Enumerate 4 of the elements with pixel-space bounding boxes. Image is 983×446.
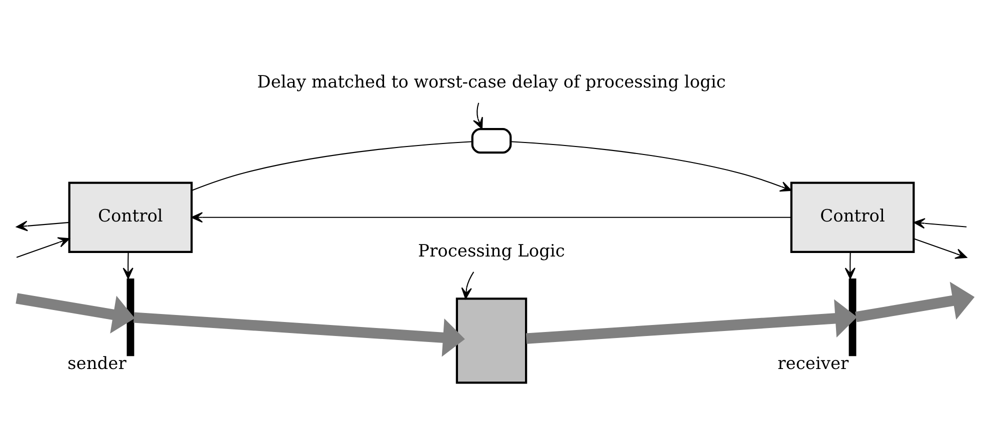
node-label: sender xyxy=(68,354,126,374)
node-text: Processing Logic xyxy=(418,241,565,262)
node-label: receiver xyxy=(778,354,849,374)
node-text: Delay matched to worst-case delay of processing logic xyxy=(257,72,726,92)
